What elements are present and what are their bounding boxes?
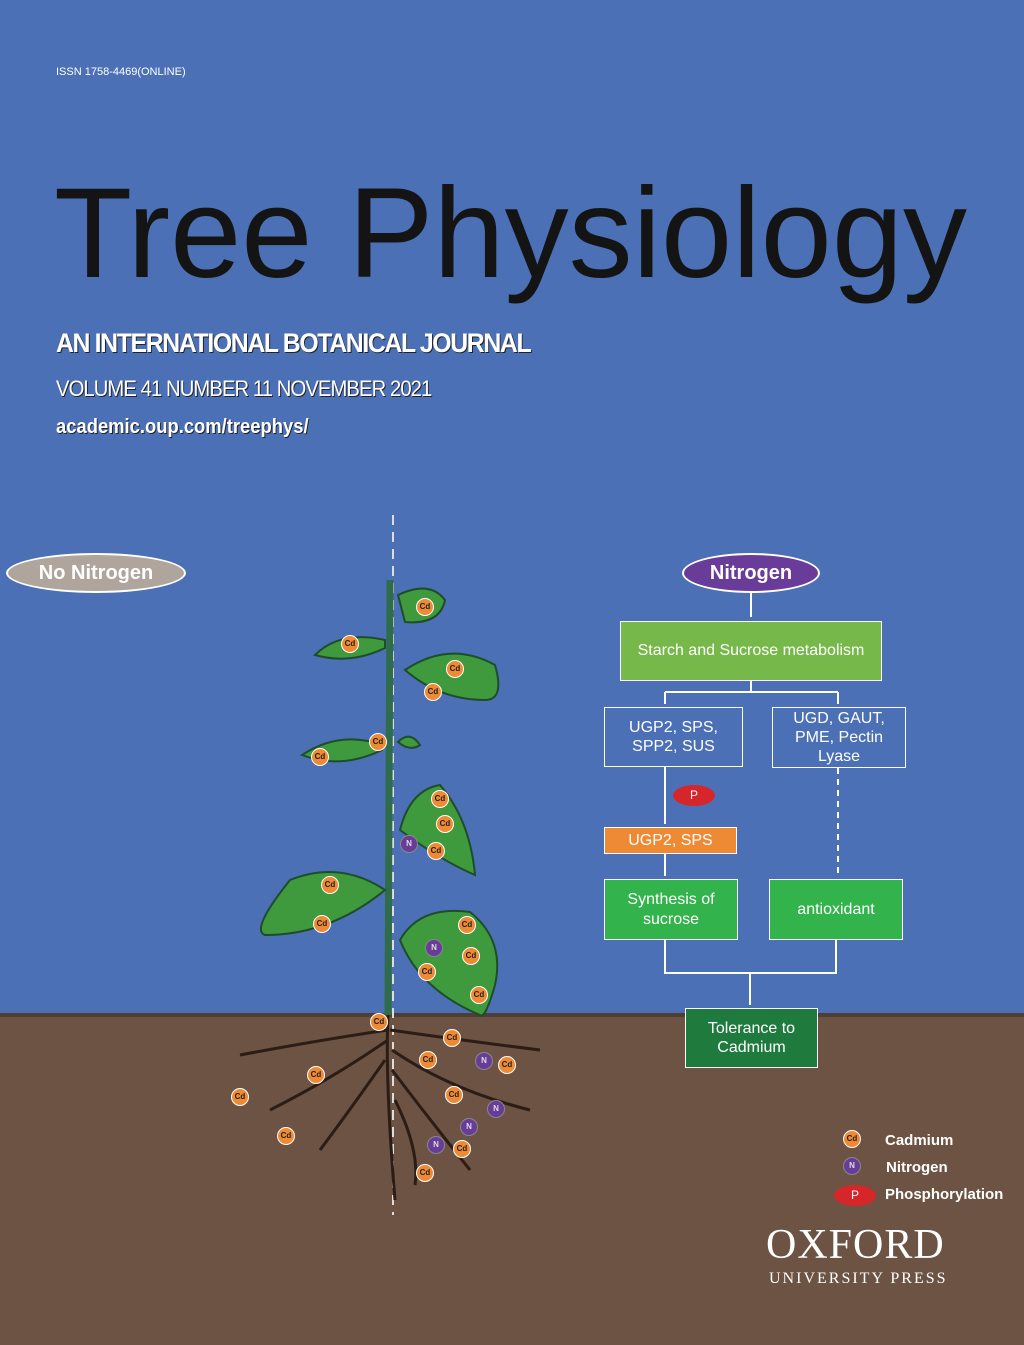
cadmium-marker: Cd (311, 748, 329, 766)
nitrogen-marker: N (487, 1100, 505, 1118)
cadmium-marker: Cd (416, 598, 434, 616)
journal-subtitle: AN INTERNATIONAL BOTANICAL JOURNAL (56, 328, 532, 358)
ugp2-sps-box: UGP2, SPS (604, 827, 737, 854)
cadmium-marker: Cd (321, 876, 339, 894)
nitrogen-marker: N (400, 835, 418, 853)
legend-cadmium-icon: Cd (843, 1130, 861, 1148)
legend-nitrogen-icon: N (843, 1157, 861, 1175)
cadmium-marker: Cd (370, 1013, 388, 1031)
publisher-logo: OXFORD (766, 1222, 945, 1268)
nitrogen-marker: N (425, 939, 443, 957)
cadmium-marker: Cd (498, 1056, 516, 1074)
no-nitrogen-label: No Nitrogen (6, 553, 186, 593)
cadmium-marker: Cd (462, 947, 480, 965)
cadmium-marker: Cd (231, 1088, 249, 1106)
legend-nitrogen: Nitrogen (886, 1159, 948, 1176)
cadmium-marker: Cd (470, 986, 488, 1004)
cadmium-marker: Cd (453, 1140, 471, 1158)
cadmium-marker: Cd (416, 1164, 434, 1182)
cadmium-marker: Cd (419, 1051, 437, 1069)
synthesis-sucrose-box: Synthesis of sucrose (604, 879, 738, 940)
cadmium-marker: Cd (313, 915, 331, 933)
cadmium-marker: Cd (424, 683, 442, 701)
cadmium-marker: Cd (418, 963, 436, 981)
starch-sucrose-box: Starch and Sucrose metabolism (620, 621, 882, 681)
cadmium-marker: Cd (436, 815, 454, 833)
legend-phosphorylation-icon: P (834, 1185, 876, 1206)
cadmium-marker: Cd (427, 842, 445, 860)
phosphorylation-marker: P (673, 785, 715, 806)
journal-title: Tree Physiology (54, 162, 967, 305)
cadmium-marker: Cd (431, 790, 449, 808)
cadmium-marker: Cd (307, 1066, 325, 1084)
issue-info: VOLUME 41 NUMBER 11 NOVEMBER 2021 (56, 376, 432, 401)
antioxidant-box: antioxidant (769, 879, 903, 940)
nitrogen-marker: N (460, 1118, 478, 1136)
journal-url: academic.oup.com/treephys/ (56, 416, 309, 438)
cadmium-marker: Cd (445, 1086, 463, 1104)
roots (239, 1014, 541, 1201)
legend-cadmium: Cadmium (885, 1132, 954, 1149)
ugp-sps-spp-sus-box: UGP2, SPS, SPP2, SUS (604, 707, 743, 767)
nitrogen-label: Nitrogen (682, 553, 820, 593)
nitrogen-marker: N (427, 1136, 445, 1154)
nitrogen-marker: N (475, 1052, 493, 1070)
cadmium-marker: Cd (369, 733, 387, 751)
cadmium-marker: Cd (443, 1029, 461, 1047)
issn: ISSN 1758-4469(ONLINE) (56, 66, 186, 78)
legend-phosphorylation: Phosphorylation (885, 1186, 1004, 1203)
ugd-gaut-pme-box: UGD, GAUT, PME, Pectin Lyase (772, 707, 906, 768)
tolerance-cadmium-box: Tolerance to Cadmium (685, 1008, 818, 1068)
cadmium-marker: Cd (458, 916, 476, 934)
cadmium-marker: Cd (446, 660, 464, 678)
publisher-subtitle: UNIVERSITY PRESS (769, 1270, 948, 1287)
stem (384, 579, 394, 1016)
cadmium-marker: Cd (341, 635, 359, 653)
cadmium-marker: Cd (277, 1127, 295, 1145)
